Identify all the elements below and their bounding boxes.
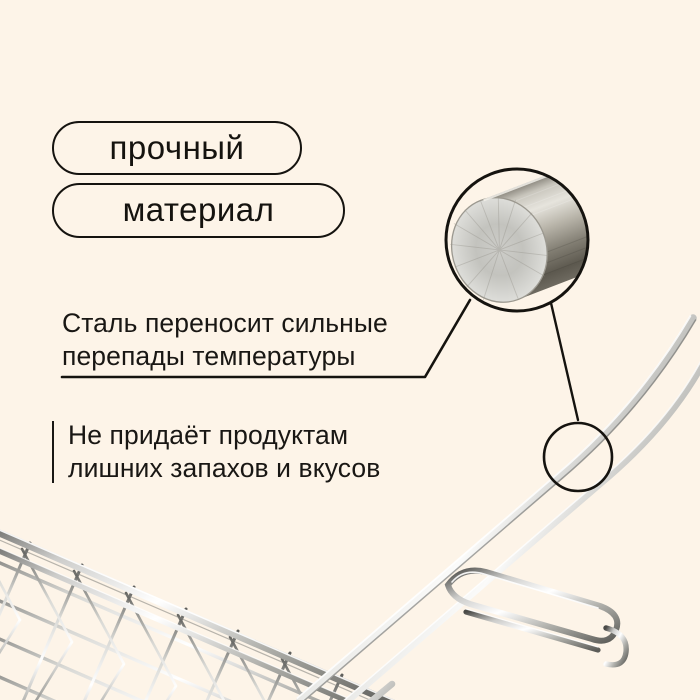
target-circle [542, 421, 614, 493]
magnified-rod [446, 169, 588, 311]
badge-material: материал [52, 183, 345, 238]
grate-clasp [444, 567, 629, 668]
magnifier-circle [444, 167, 590, 313]
accent-bar [52, 421, 55, 483]
feature-text-temperature: Сталь переносит сильные перепады темпера… [62, 308, 388, 371]
badge-prochny: прочный [52, 121, 302, 175]
leader-line-target [549, 301, 580, 422]
badge-prochny-label: прочный [109, 128, 245, 166]
feature-text-odor: Не придаёт продуктам лишних запахов и вк… [68, 420, 381, 483]
badge-material-label: материал [122, 191, 275, 228]
handle-rods [296, 314, 700, 700]
grate-mesh [0, 525, 420, 700]
grate-frame-rod [0, 529, 396, 700]
